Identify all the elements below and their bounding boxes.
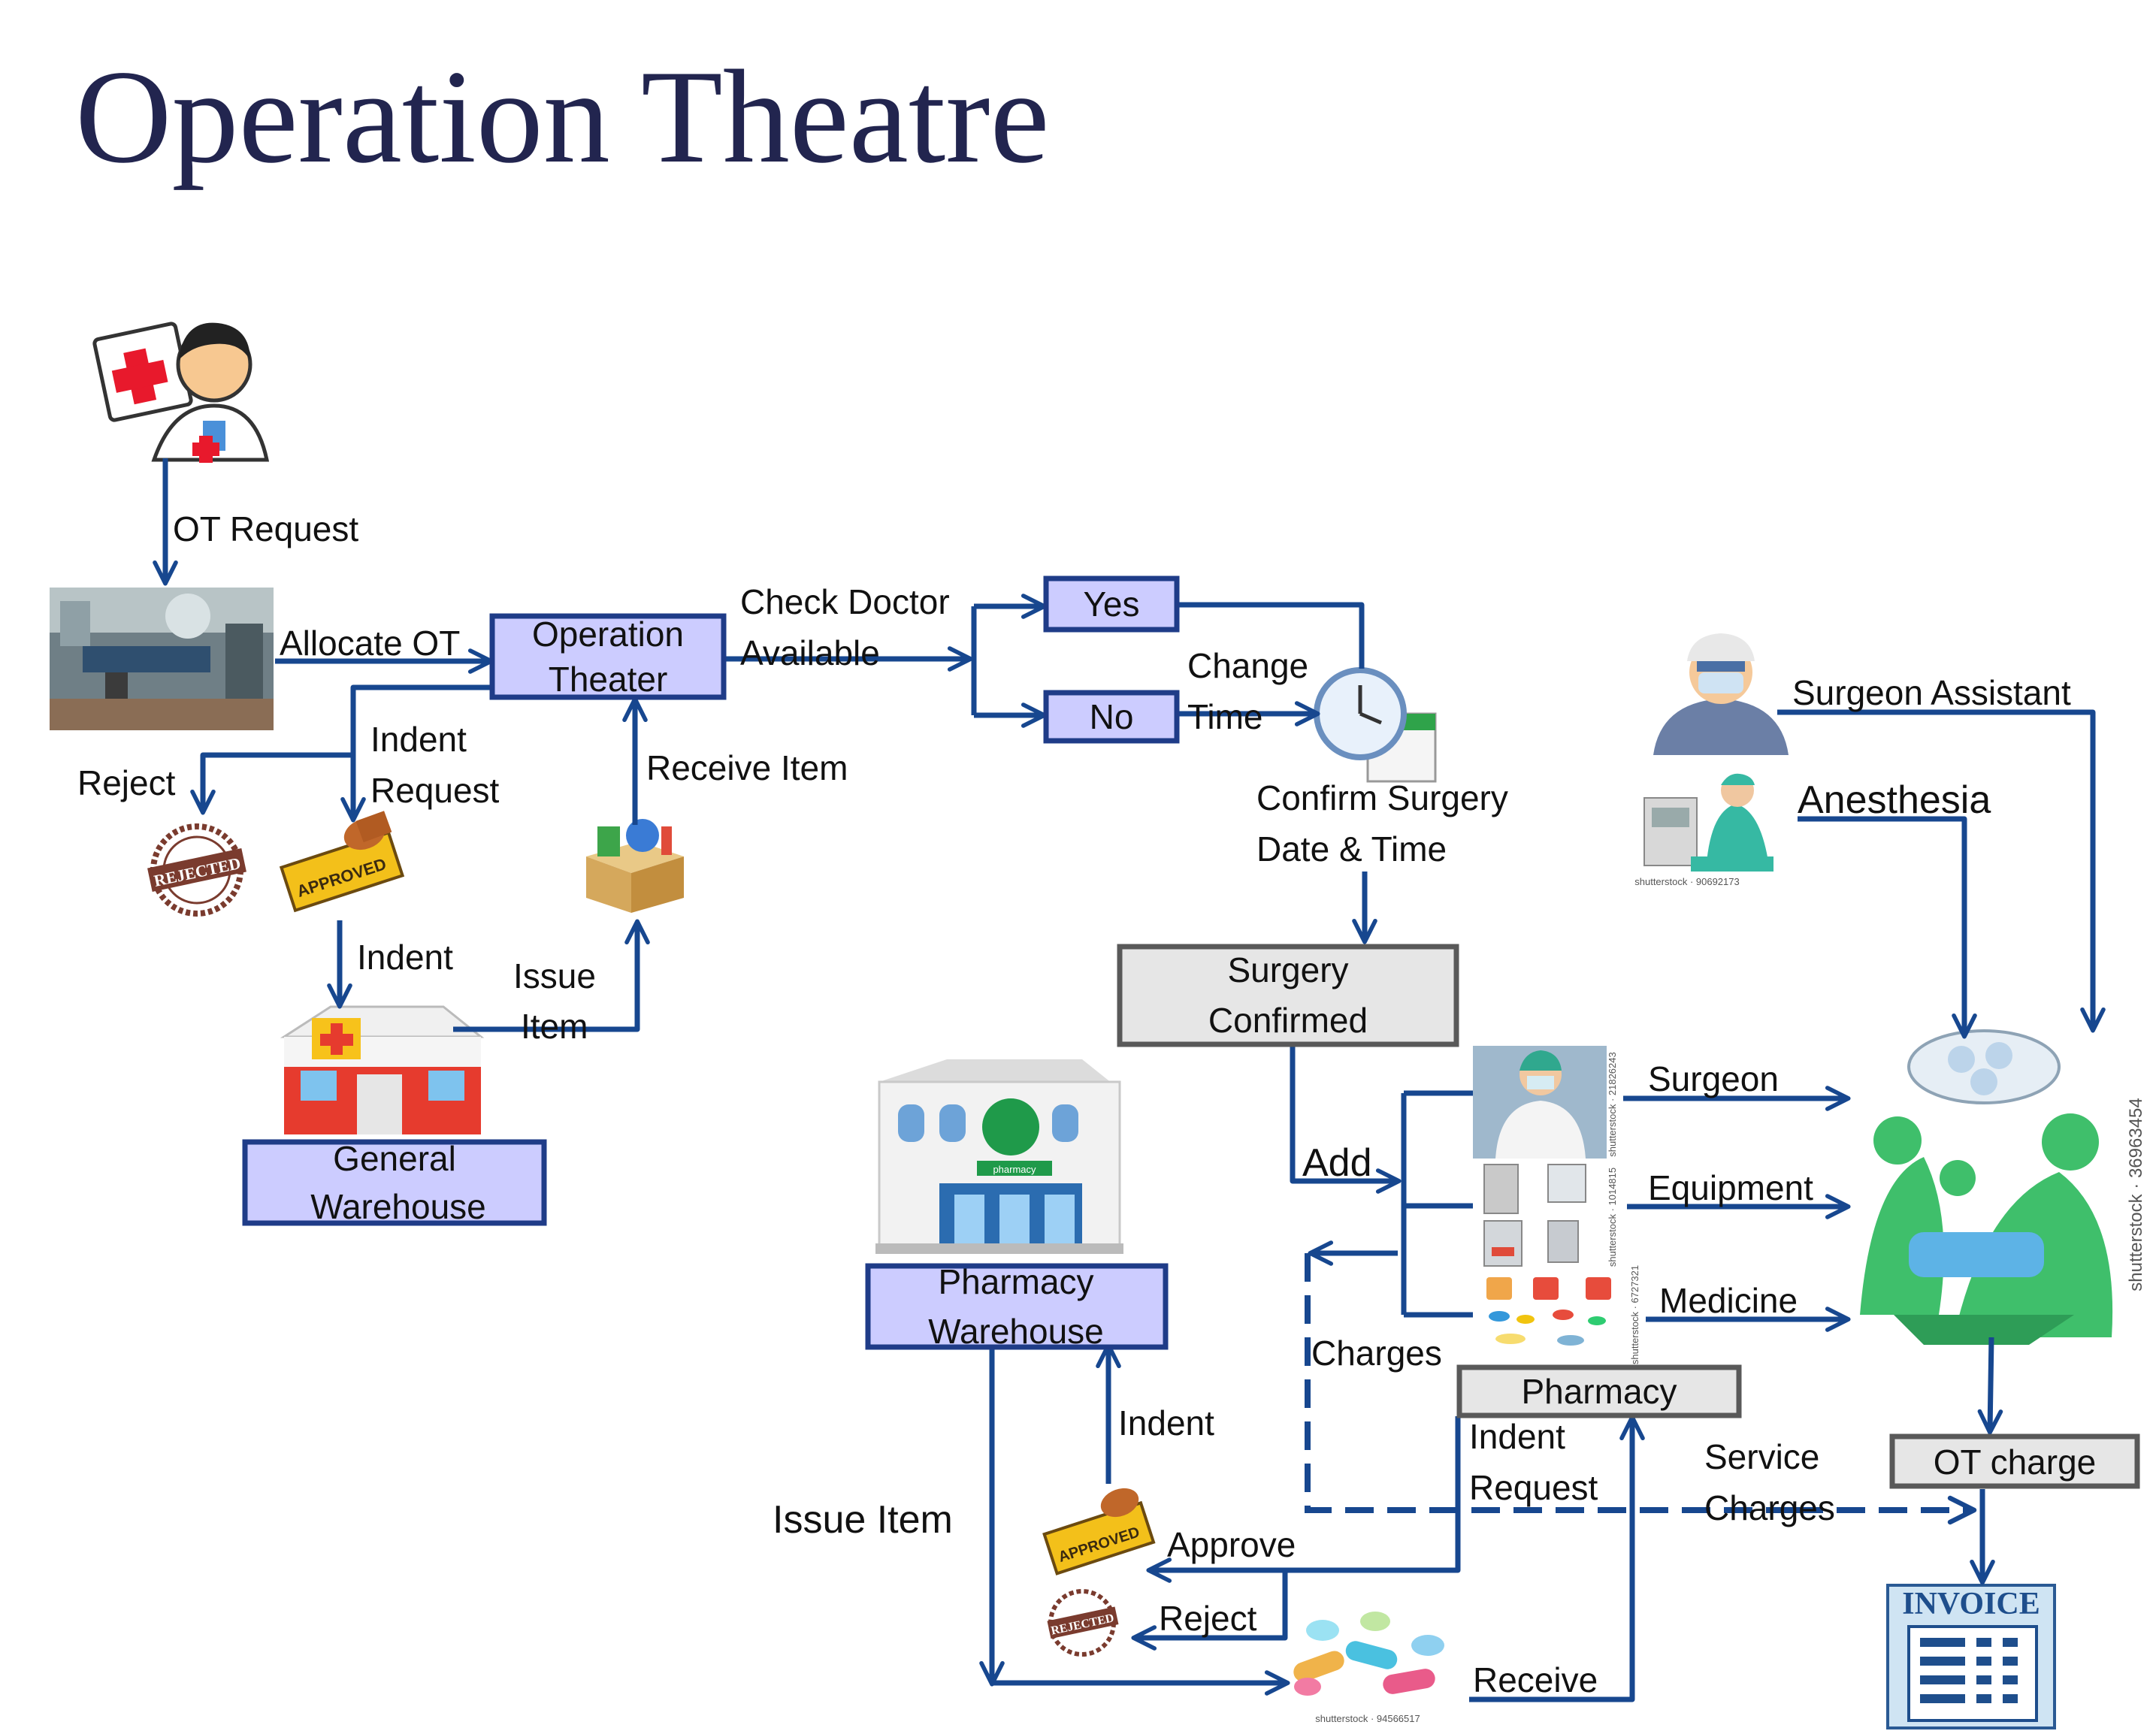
svg-text:Pharmacy: Pharmacy [1521, 1372, 1677, 1411]
add-label: Add [1302, 1141, 1372, 1185]
surgery-team-icon: shutterstock · 36963454 [1860, 1029, 2146, 1345]
rejected-stamp-bottom-icon: REJECTED [1047, 1589, 1119, 1657]
hospital-building-icon [280, 1005, 485, 1134]
svg-text:shutterstock · 1014815: shutterstock · 1014815 [1607, 1168, 1618, 1267]
issue-item-bottom-label: Issue Item [773, 1498, 953, 1542]
receive-item-label: Receive Item [646, 748, 848, 787]
change-time-label-2: Time [1187, 697, 1263, 736]
reject-label: Reject [77, 763, 176, 802]
general-warehouse-box[interactable]: General Warehouse [242, 1139, 547, 1226]
approved-stamp-bottom-icon: APPROVED [1042, 1488, 1156, 1575]
svg-text:Operation: Operation [532, 615, 684, 654]
reject-bottom-label: Reject [1159, 1599, 1257, 1638]
svg-text:Theater: Theater [549, 660, 668, 699]
svg-text:OT charge: OT charge [1934, 1442, 2096, 1482]
operating-room-photo [50, 588, 274, 730]
yes-box[interactable]: Yes [1043, 575, 1180, 633]
issue-item-label-2: Item [521, 1007, 588, 1046]
indent-request-label: Indent [370, 720, 467, 759]
equipment-label: Equipment [1648, 1168, 1813, 1207]
pharmacy-indent-request-label: Indent [1469, 1417, 1565, 1456]
operation-theater-box[interactable]: Operation Theater [489, 613, 727, 700]
ot-charge-box[interactable]: OT charge [1889, 1433, 2140, 1489]
pills-icon: shutterstock · 94566517 [1293, 1612, 1444, 1724]
ot-request-label: OT Request [173, 509, 358, 548]
charges-label: Charges [1311, 1334, 1442, 1373]
svg-text:pharmacy: pharmacy [993, 1164, 1036, 1175]
allocate-ot-label: Allocate OT [280, 624, 460, 663]
equipment-icon: shutterstock · 1014815 [1483, 1164, 1618, 1267]
surgeon-label: Surgeon [1648, 1059, 1779, 1098]
approved-stamp-icon: APPROVED [279, 811, 405, 913]
svg-text:Warehouse: Warehouse [310, 1187, 486, 1226]
pharmacy-indent-label: Indent [1118, 1403, 1214, 1442]
confirm-surgery-label: Confirm Surgery [1256, 778, 1508, 817]
page-title: Operation Theatre [75, 42, 1050, 191]
issue-item-label: Issue [513, 956, 596, 995]
anesthesia-photo: shutterstock · 90692173 [1634, 773, 1773, 887]
svg-text:shutterstock · 94566517: shutterstock · 94566517 [1315, 1713, 1420, 1724]
indent-label: Indent [357, 938, 453, 977]
confirm-surgery-label-2: Date & Time [1256, 829, 1447, 869]
doctor-icon [92, 322, 270, 463]
surgeon-photo: shutterstock · 21826243 [1473, 1046, 1618, 1159]
svg-text:Yes: Yes [1083, 585, 1139, 624]
svg-text:Warehouse: Warehouse [928, 1312, 1104, 1351]
connectors [153, 458, 2106, 1702]
pharmacy-building-icon: pharmacy [875, 1059, 1123, 1254]
surgeon-assistant-avatar [1653, 633, 1789, 755]
invoice-icon: INVOICE [1886, 1584, 2056, 1729]
clock-calendar-icon [1314, 667, 1437, 783]
change-time-label: Change [1187, 646, 1308, 685]
check-doctor-label-2: Available [740, 633, 880, 672]
medicine-icon: shutterstock · 6727321 [1486, 1265, 1640, 1364]
svg-text:Pharmacy: Pharmacy [938, 1262, 1093, 1301]
item-box-icon [586, 819, 684, 913]
svg-text:General: General [333, 1139, 456, 1178]
svg-text:shutterstock · 21826243: shutterstock · 21826243 [1607, 1052, 1618, 1156]
service-charges-label: Service [1704, 1437, 1819, 1476]
svg-text:Surgery: Surgery [1227, 950, 1348, 989]
surgery-confirmed-box[interactable]: Surgery Confirmed [1117, 944, 1459, 1047]
no-box[interactable]: No [1043, 690, 1180, 744]
pharmacy-indent-request-label-2: Request [1469, 1468, 1598, 1507]
svg-text:shutterstock · 36963454: shutterstock · 36963454 [2126, 1098, 2146, 1291]
pharmacy-box[interactable]: Pharmacy [1456, 1364, 1742, 1418]
receive-label: Receive [1473, 1660, 1598, 1699]
check-doctor-label: Check Doctor [740, 582, 950, 621]
approve-label: Approve [1167, 1525, 1296, 1564]
pharmacy-warehouse-box[interactable]: Pharmacy Warehouse [865, 1262, 1169, 1351]
surgeon-assistant-label: Surgeon Assistant [1792, 673, 2071, 712]
indent-request-label-2: Request [370, 771, 500, 810]
medicine-label: Medicine [1659, 1281, 1798, 1320]
svg-text:Confirmed: Confirmed [1208, 1001, 1368, 1040]
svg-text:shutterstock · 90692173: shutterstock · 90692173 [1634, 876, 1739, 887]
svg-text:shutterstock · 6727321: shutterstock · 6727321 [1629, 1265, 1640, 1364]
rejected-stamp-icon: REJECTED [147, 823, 246, 917]
anesthesia-label: Anesthesia [1798, 778, 1991, 822]
svg-text:No: No [1090, 697, 1134, 736]
service-charges-label-2: Charges [1704, 1488, 1835, 1527]
svg-text:INVOICE: INVOICE [1902, 1587, 2040, 1621]
